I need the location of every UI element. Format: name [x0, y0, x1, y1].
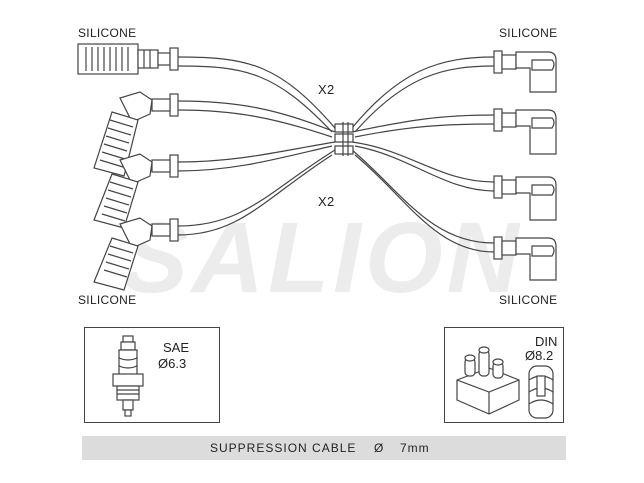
- right-angle-boot-3: [493, 175, 557, 221]
- cable-2-left: [177, 100, 336, 133]
- cable-1-right: [351, 56, 495, 129]
- label-bottom-right: SILICONE: [499, 293, 558, 307]
- angled-plug-connector-4: [93, 217, 179, 291]
- din-terminal-box: DIN Ø8.2: [444, 327, 564, 423]
- sae-diameter: Ø6.3: [158, 356, 187, 371]
- diameter-symbol: Ø: [374, 441, 385, 455]
- cable-3-left: [177, 141, 336, 163]
- cable-size: 7mm: [400, 441, 430, 455]
- right-angle-boot-1: [493, 50, 557, 93]
- multiplier-top: X2: [318, 82, 335, 97]
- right-angle-boot-4: [493, 236, 557, 281]
- din-standard: DIN: [535, 334, 558, 349]
- footer-text: SUPPRESSION CABLE: [210, 441, 357, 455]
- din-terminal-icon: [528, 365, 554, 419]
- watermark-text: SALION: [121, 202, 523, 314]
- cable-2-right: [351, 114, 495, 133]
- label-top-left: SILICONE: [78, 26, 137, 40]
- right-angle-boot-2: [493, 108, 557, 155]
- label-top-right: SILICONE: [499, 26, 558, 40]
- label-bottom-left: SILICONE: [78, 293, 137, 307]
- multiplier-bottom: X2: [318, 194, 335, 209]
- sae-standard: SAE: [163, 340, 190, 355]
- straight-plug-connector: [77, 43, 179, 75]
- footer-bar: SUPPRESSION CABLE Ø 7mm: [82, 436, 566, 460]
- cable-1-left: [177, 56, 336, 129]
- cable-4-right: [351, 149, 495, 244]
- din-connector-icon: [456, 346, 520, 415]
- din-diameter: Ø8.2: [525, 348, 554, 363]
- cable-3-right: [351, 141, 495, 183]
- cable-4-left: [177, 149, 336, 227]
- cable-clamp-group: [334, 122, 354, 156]
- spark-plug-icon: [112, 335, 144, 417]
- sae-terminal-box: SAE Ø6.3: [84, 327, 220, 423]
- angled-plug-connector-3: [93, 153, 179, 229]
